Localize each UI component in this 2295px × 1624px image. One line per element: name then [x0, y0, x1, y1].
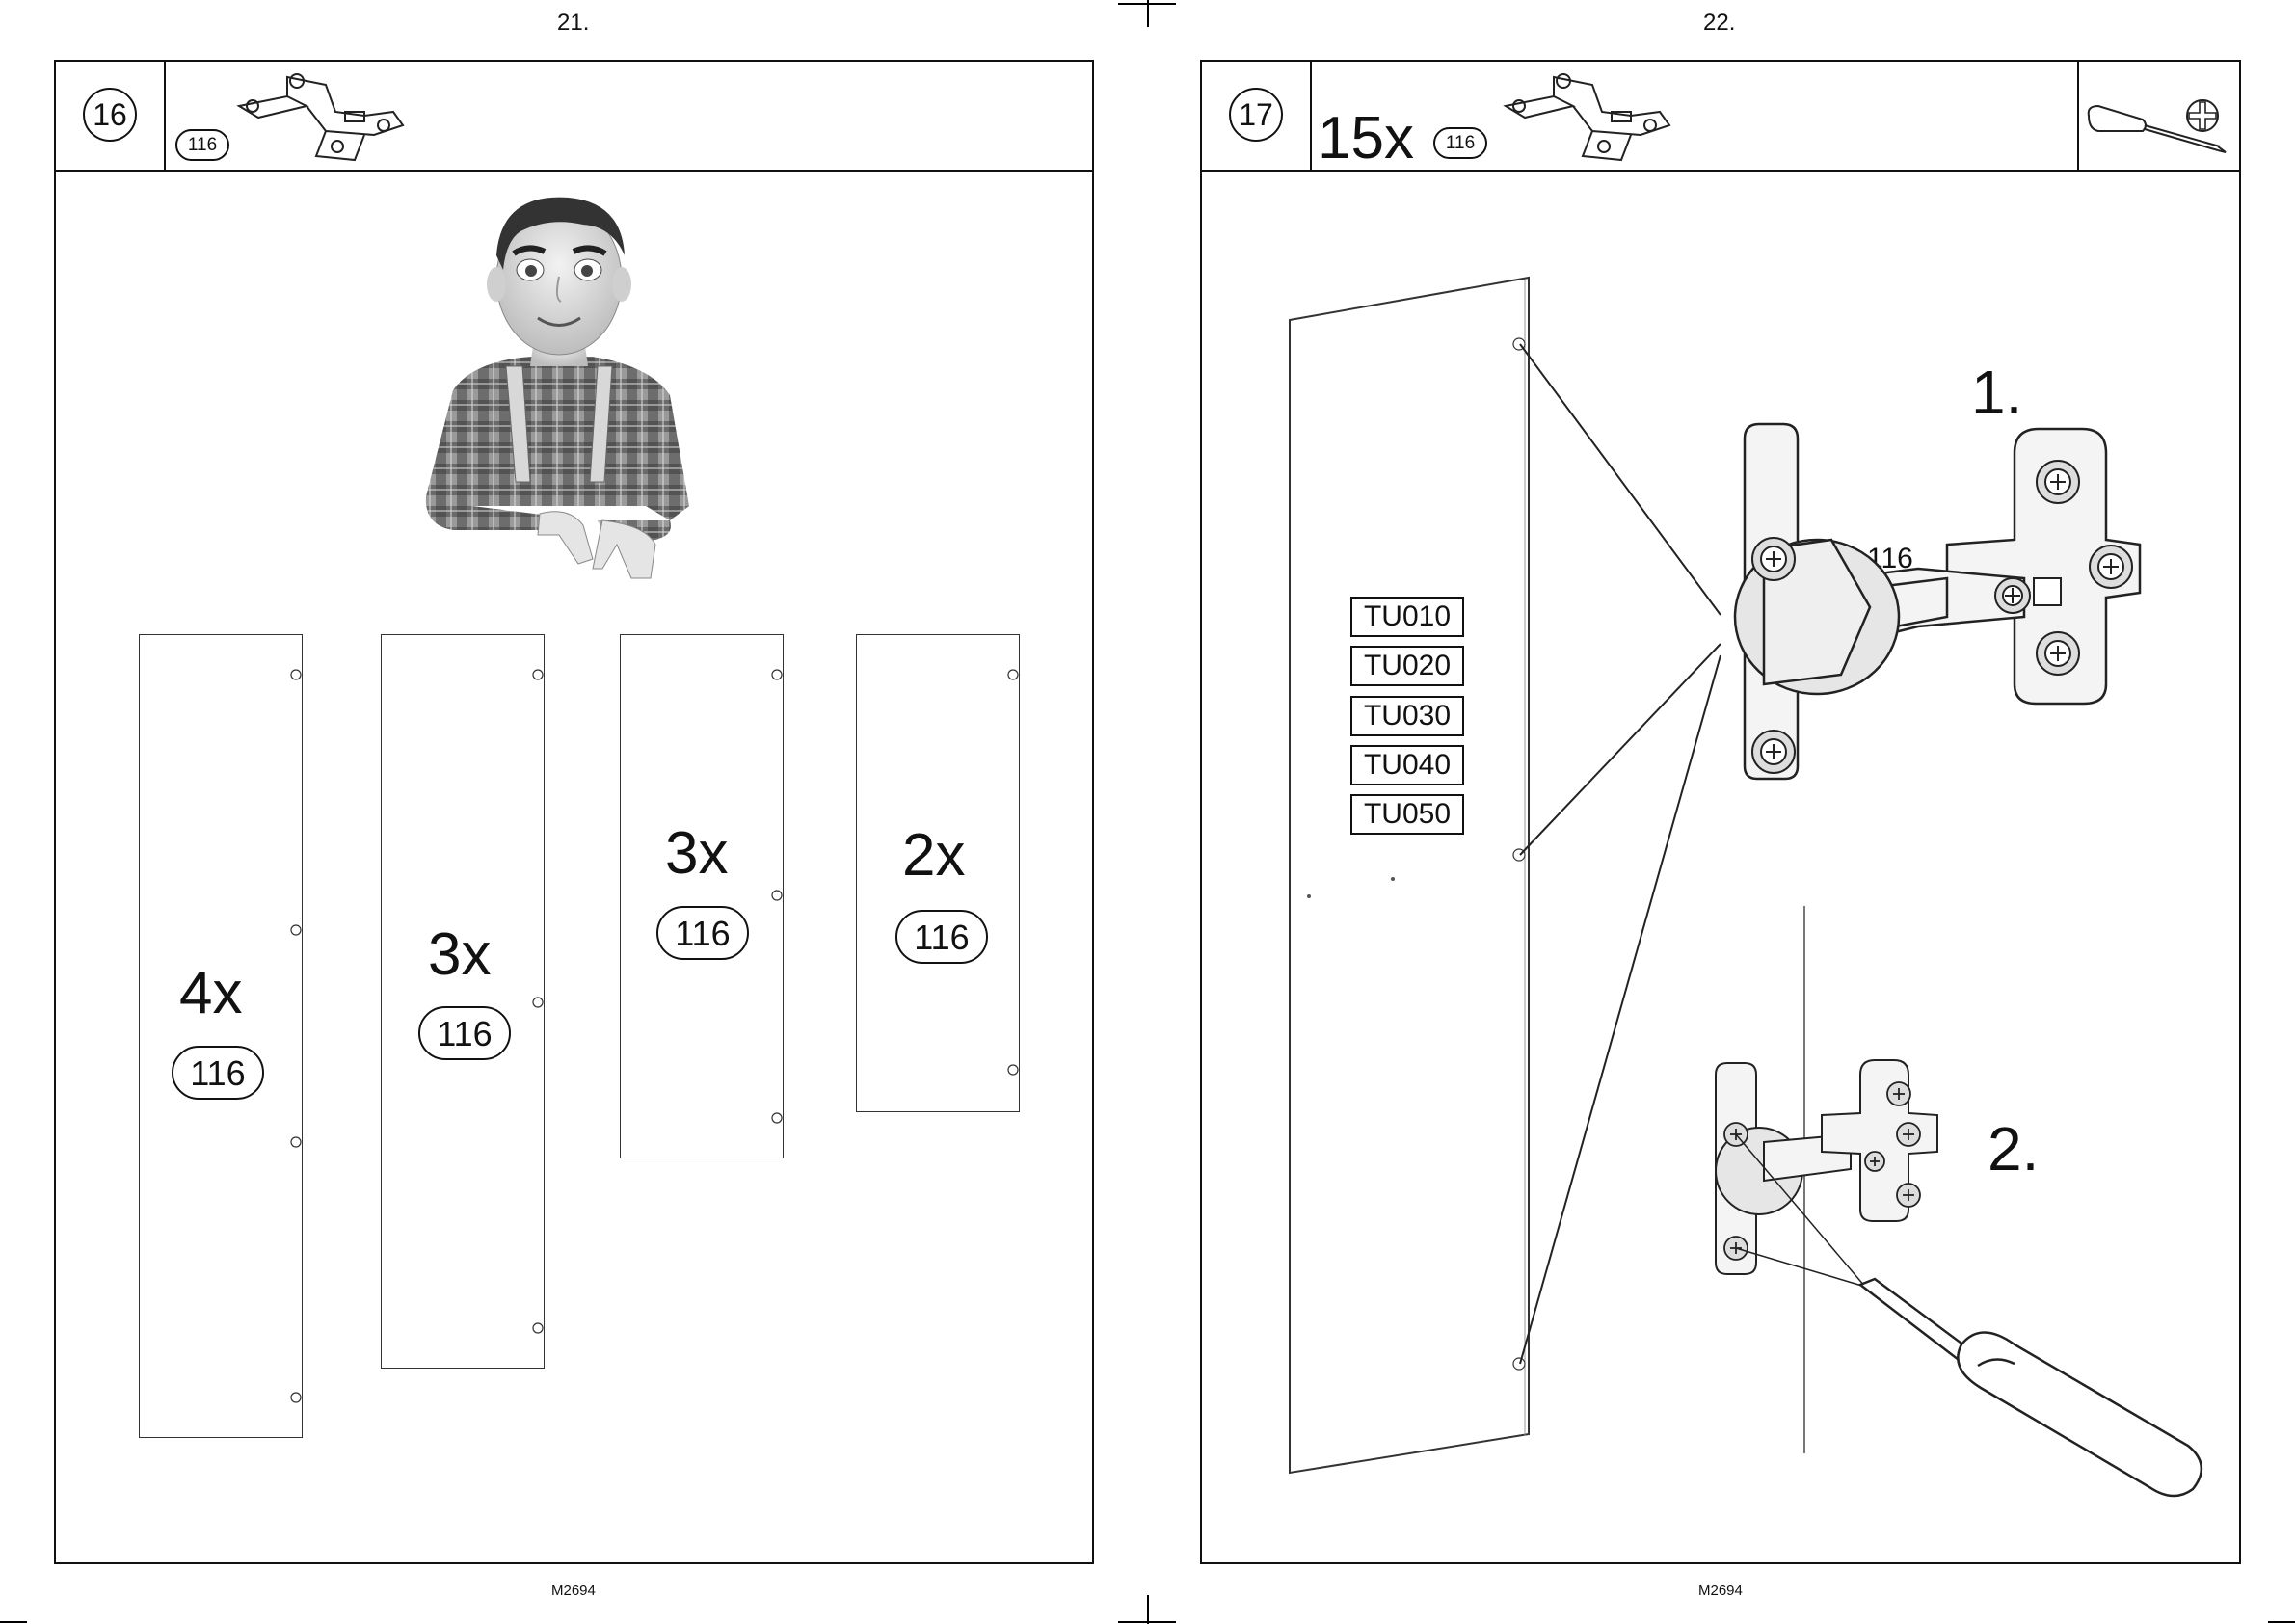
door-code: TU050 — [1350, 794, 1464, 835]
hinge-detail-large — [1725, 424, 2149, 790]
panel-part-badge: 116 — [172, 1046, 264, 1100]
door-panel — [620, 634, 784, 1158]
panel-part-badge: 116 — [895, 910, 988, 964]
document-code: M2694 — [551, 1583, 596, 1599]
part-badge: 116 — [175, 129, 229, 161]
step-number: 17 — [1229, 88, 1283, 142]
door-code: TU010 — [1350, 597, 1464, 637]
crop-mark — [1118, 1621, 1176, 1623]
hinge-icon — [229, 67, 422, 164]
door-panel — [381, 634, 545, 1369]
panel-quantity: 3x — [428, 920, 491, 989]
crop-mark — [1118, 3, 1176, 5]
crop-mark — [2268, 1621, 2295, 1623]
hinge-hole-marker — [287, 665, 303, 1398]
step-header: 16 116 — [56, 62, 1092, 172]
step-number: 16 — [83, 88, 137, 142]
step-header: 17 15x 116 — [1202, 62, 2239, 172]
part-badge: 116 — [1433, 127, 1487, 159]
page-number: 22. — [1703, 10, 1735, 37]
door-panel — [139, 634, 303, 1438]
door-code: TU030 — [1350, 696, 1464, 736]
crop-mark — [0, 1621, 27, 1623]
panel-quantity: 2x — [902, 821, 965, 890]
step-quantity: 15x — [1318, 104, 1414, 173]
panel-quantity: 3x — [665, 819, 728, 888]
step-number-cell: 17 — [1202, 62, 1312, 170]
page-number: 21. — [557, 10, 589, 37]
hinge-detail-small — [1706, 1055, 2207, 1518]
panel-part-badge: 116 — [418, 1006, 511, 1060]
hinge-icon — [1496, 67, 1689, 164]
document-code: M2694 — [1698, 1583, 1743, 1599]
crop-mark — [1147, 1595, 1149, 1624]
worker-mascot-illustration — [414, 188, 704, 593]
door-code: TU020 — [1350, 646, 1464, 686]
panel-part-badge: 116 — [656, 906, 749, 960]
door-code: TU040 — [1350, 745, 1464, 785]
hinge-hole-marker — [1004, 665, 1020, 1079]
hinge-hole-marker — [768, 665, 784, 1128]
detail-label: 1. — [1971, 357, 2022, 428]
phillips-icon — [2183, 96, 2222, 135]
hinge-hole-marker — [529, 665, 545, 1340]
tool-cell — [2077, 62, 2079, 170]
panel-quantity: 4x — [179, 959, 242, 1027]
step-number-cell: 16 — [56, 62, 166, 170]
